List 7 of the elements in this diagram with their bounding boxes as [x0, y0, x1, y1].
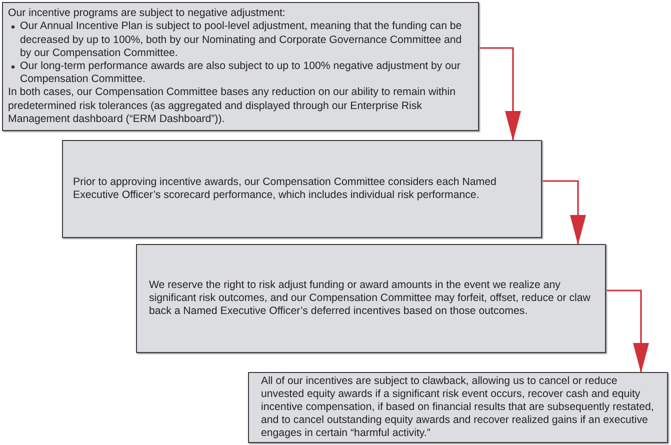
arrow [542, 180, 586, 245]
text-box: We reserve the right to risk adjust funding or award amounts in the event we realize any significant risk outcomes, and our Compensation Committee may forfeit, offset, reduce or claw back a Named Executive Officer’s deferred incentives based on those outcomes. [136, 244, 606, 353]
text-box: Our incentive programs are subject to negative adjustment: Our Annual Incentive Plan is subject to pool-level adjustment, meaning that the funding can be decreased by up to 100%, both by our Nominating and Corporate Governance Committee and by our Compensation Committee. Our long-term performance awards are also subject to up to 100% negative adjustment by our Compensation Committee. In both cases, our Compensation Committee bases any reduction on our ability to remain within predetermined risk tolerances (as aggregated and displayed through our Enterprise Risk Management dashboard (“ERM Dashboard”)). [2, 2, 479, 131]
text-box: All of our incentives are subject to clawback, allowing us to cancel or reduce unvested equity awards if a significant risk event occurs, recover cash and equity incentive compensation, if based on financial results that are subsequently restated, and to cancel outstanding equity awards and recover realized gains if an executive engages in certain “harmful activity.” [248, 372, 668, 443]
arrow [606, 290, 649, 373]
arrow [479, 47, 521, 141]
text-box: Prior to approving incentive awards, our Compensation Committee considers each Named Executive Officer’s scorecard performance, which includes individual risk performance. [62, 140, 542, 238]
